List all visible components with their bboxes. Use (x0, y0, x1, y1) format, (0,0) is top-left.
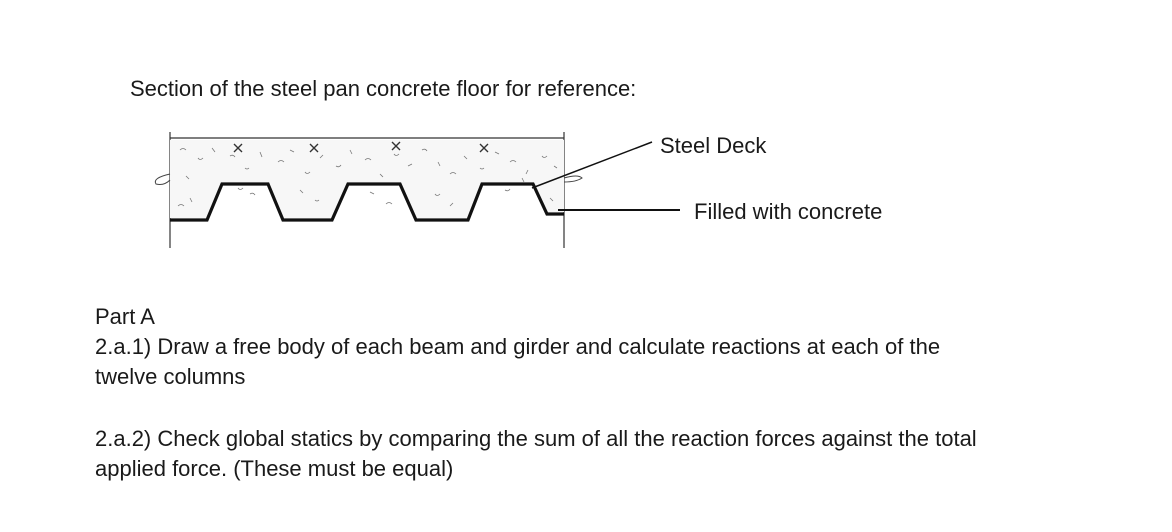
concrete-label: Filled with concrete (694, 199, 883, 224)
break-mark-left (154, 173, 171, 185)
question-2a1-line2: twelve columns (95, 364, 246, 389)
concrete-aggregate (177, 147, 558, 207)
break-mark-right (563, 175, 583, 183)
concrete-fill (170, 140, 564, 218)
part-title: Part A (95, 304, 155, 329)
question-2a2-line1: 2.a.2) Check global statics by comparing… (95, 426, 977, 451)
steel-deck-label: Steel Deck (660, 133, 767, 158)
steel-deck-leader (531, 141, 653, 189)
steel-pan-floor-section-drawing (154, 132, 680, 248)
rebar-marks (233, 141, 489, 153)
question-2a1-line1: 2.a.1) Draw a free body of each beam and… (95, 334, 941, 359)
steel-deck-profile (170, 182, 564, 222)
question-2a2-line2: applied force. (These must be equal) (95, 456, 454, 481)
figure-caption: Section of the steel pan concrete floor … (130, 76, 637, 101)
